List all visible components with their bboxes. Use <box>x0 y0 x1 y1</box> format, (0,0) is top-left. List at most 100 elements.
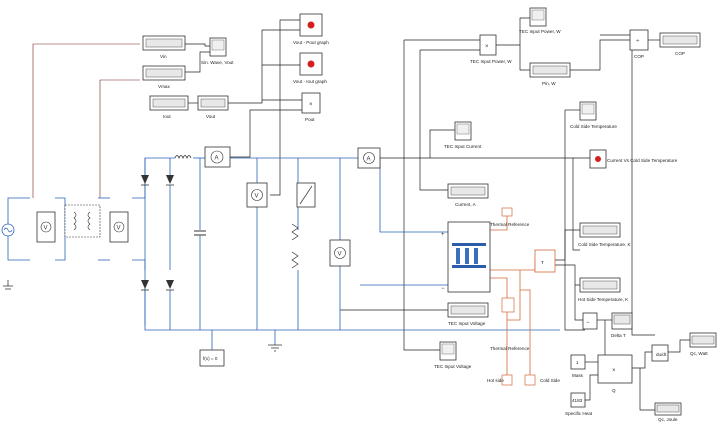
svg-text:÷: ÷ <box>636 39 640 45</box>
wire-source-top <box>7 197 30 210</box>
cop-divide[interactable]: ÷ COP <box>629 29 649 59</box>
wire-to-qc-watt <box>668 339 690 353</box>
tec-input-voltage-display[interactable]: TEC Input Voltage <box>447 302 489 326</box>
tec-input-power-label: TEC Input Power, W <box>470 59 512 64</box>
tec-input-voltage-scope[interactable]: TEC Input Voltage <box>434 341 472 369</box>
voltage-meter-source[interactable]: V <box>36 211 56 243</box>
qc-joule-display[interactable]: Qc, Joule <box>654 402 682 422</box>
pin-display[interactable]: Pin, W <box>529 62 571 86</box>
thermal-wires <box>490 215 536 378</box>
svg-text:A: A <box>215 156 219 162</box>
wire-cold-down <box>564 110 585 331</box>
voltage-meter-secondary[interactable]: V <box>109 211 129 243</box>
wire-to-vin <box>32 43 140 198</box>
wire-tec-to-sensor2 <box>490 277 508 300</box>
wire-thermal-ref-top <box>490 215 508 231</box>
wire-right-down <box>572 158 580 251</box>
cold-side-temperature-scope[interactable]: Cold Side Temperature <box>570 101 617 129</box>
iout-display[interactable]: Iout <box>149 95 189 119</box>
current-meter-tec[interactable]: A <box>357 147 381 169</box>
cop-display[interactable]: COP <box>659 32 701 56</box>
wire-sh-to-product <box>585 374 598 401</box>
current-meter-output[interactable]: A <box>204 146 231 168</box>
qc-joule-label: Qc, Joule <box>658 417 678 422</box>
voltage-meter-tec[interactable]: V <box>329 239 351 267</box>
thermal-reference-top[interactable]: Thermal Reference <box>490 207 530 227</box>
tec-module[interactable]: + − <box>441 221 491 293</box>
sin-wave-scope[interactable]: Sin. Wave, Vout <box>201 37 234 65</box>
svg-text:T: T <box>541 260 544 265</box>
vmax-label: Vmax <box>158 84 170 89</box>
voltage-meter-output[interactable]: V <box>246 182 268 208</box>
difference-block[interactable]: − <box>582 312 598 330</box>
inductor[interactable] <box>174 155 192 160</box>
svg-text:−: − <box>586 320 590 326</box>
mass-label: Mass <box>572 373 584 378</box>
specific-heat-constant[interactable]: 4183 Specific Heat <box>565 392 593 416</box>
wire-to-tec-top <box>379 158 448 233</box>
qc-watt-display[interactable]: Qc, Watt <box>689 332 717 356</box>
vout-pout-label: Vout - Pout graph <box>293 40 329 45</box>
thermal-reference-bottom[interactable]: Thermal Reference <box>490 297 530 351</box>
wire-vin-to-scope <box>185 43 210 47</box>
delta-t-display[interactable]: Delta T <box>611 312 633 338</box>
vout-pout-graph[interactable]: Vout - Pout graph <box>293 13 329 45</box>
vin-label: Vin <box>160 54 167 59</box>
hot-side-mass[interactable]: Hot side <box>487 374 513 386</box>
cold-side-temp-k-label: Cold Side Temperature, K <box>578 242 631 247</box>
tec-power-scope[interactable]: TEC Input Power, W <box>519 7 561 34</box>
svg-text:V: V <box>255 194 259 200</box>
q-product[interactable]: × Q <box>597 354 633 393</box>
vin-display[interactable]: Vin <box>142 35 186 59</box>
wire-vmax-to-scope <box>185 51 210 73</box>
svg-text:V: V <box>44 226 48 232</box>
svg-text:×: × <box>309 102 313 108</box>
ac-source[interactable] <box>1 223 15 237</box>
hot-side-temperature-display[interactable]: Hot Side Temperature, K <box>578 277 629 302</box>
vout-iout-label: Vout - Iout graph <box>293 79 327 84</box>
hot-side-label: Hot side <box>487 378 504 383</box>
tec-power-scope-label: TEC Input Power, W <box>519 29 561 34</box>
tec-power-product[interactable]: × TEC Input Power, W <box>470 34 512 64</box>
capacitor[interactable] <box>194 230 206 245</box>
ground-symbol-center <box>268 344 282 352</box>
solver-configuration[interactable]: f(x) = 0 <box>199 330 225 367</box>
current-vs-cold-side-graph[interactable]: Current Vs Cold Side Temperature <box>589 149 678 169</box>
thermal-ref-top-label: Thermal Reference <box>490 222 530 227</box>
wire-to-current-display <box>419 50 448 191</box>
wire-bridge-bottom <box>132 259 146 325</box>
svg-text:×: × <box>612 368 616 374</box>
iout-display-2[interactable]: Vout <box>197 95 229 119</box>
wire-cop-qc <box>630 47 655 336</box>
transformer-block[interactable] <box>64 204 101 238</box>
pout-product[interactable]: × Pout <box>301 92 321 122</box>
sin-wave-label: Sin. Wave, Vout <box>201 60 234 65</box>
cold-side-temp-label: Cold Side Temperature <box>570 124 617 129</box>
current-display[interactable]: Current, A <box>447 183 489 207</box>
hot-side-temp-k-label: Hot Side Temperature, K <box>578 297 629 302</box>
vout-iout-graph[interactable]: Vout - Iout graph <box>293 52 327 84</box>
tec-voltage-right-label: TEC Input Voltage <box>448 321 486 326</box>
wire-to-pin-display <box>519 45 530 71</box>
wire-sensor-to-cold-display <box>555 229 580 261</box>
temperature-sensor[interactable]: T <box>534 249 556 273</box>
wire-to-power-scope <box>496 17 530 46</box>
tec-input-current-scope[interactable]: TEC Input Current <box>444 121 482 149</box>
wire-tec-to-sensor <box>490 260 536 271</box>
current-a-label: Current, A <box>455 202 477 207</box>
derivative-block[interactable]: du/dt <box>651 344 669 362</box>
cold-side-temperature-display[interactable]: Cold Side Temperature, K <box>578 222 631 247</box>
wire-to-tec-input-current <box>429 129 455 158</box>
svg-text:V: V <box>338 252 342 258</box>
bridge-rectifier[interactable] <box>141 175 174 291</box>
delta-t-label: Delta T <box>611 333 626 338</box>
specific-heat-label: Specific Heat <box>565 411 593 416</box>
load-switch[interactable] <box>291 182 316 269</box>
wire-sensor-to-hot-display <box>555 264 580 286</box>
mass-constant[interactable]: 1 Mass <box>570 354 586 378</box>
specific-heat-value: 4183 <box>572 398 583 403</box>
cold-side-mass[interactable]: Cold Side <box>524 374 560 386</box>
vmax-display[interactable]: Vmax <box>142 65 186 89</box>
wire-ammeter-to-pout <box>230 109 302 158</box>
